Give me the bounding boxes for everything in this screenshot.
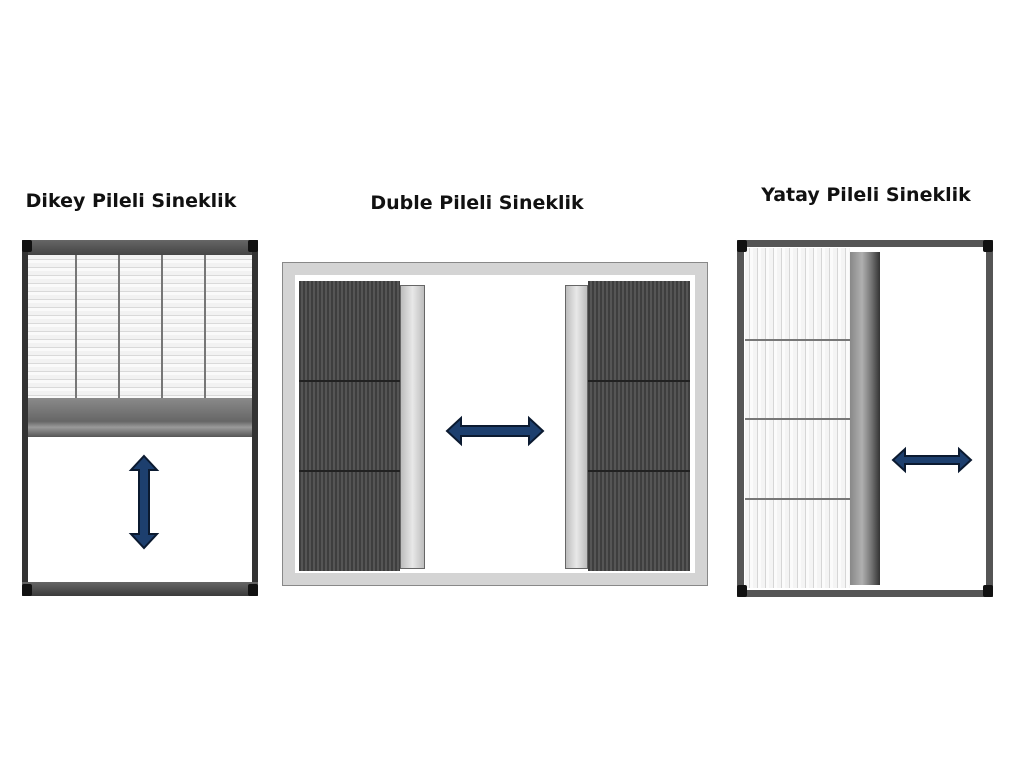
left-mesh xyxy=(299,281,400,571)
title-horizontal: Yatay Pileli Sineklik xyxy=(761,184,971,206)
side-handle xyxy=(850,252,880,585)
double-screen-illustration xyxy=(282,262,708,586)
horizontal-arrow-icon xyxy=(891,446,973,474)
horizontal-arrow-icon xyxy=(445,415,545,447)
pleated-mesh xyxy=(28,255,252,398)
right-handle xyxy=(565,285,588,569)
left-handle xyxy=(400,285,425,569)
title-double: Duble Pileli Sineklik xyxy=(370,192,584,214)
title-vertical: Dikey Pileli Sineklik xyxy=(25,190,237,212)
vertical-screen-illustration xyxy=(22,240,258,596)
bottom-rail xyxy=(28,398,252,437)
right-mesh xyxy=(588,281,690,571)
horizontal-screen-illustration xyxy=(737,240,993,597)
vertical-arrow-icon xyxy=(128,454,160,550)
